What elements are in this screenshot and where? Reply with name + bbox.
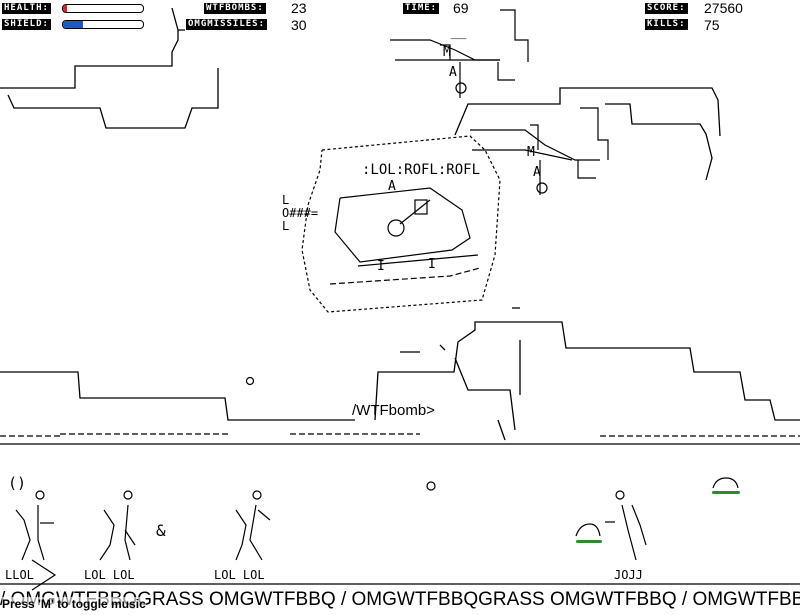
cliff-top-left: [0, 7, 219, 129]
helicopter-enemy-1: [390, 9, 529, 98]
helicopter-1-rotor: __: [435, 25, 482, 40]
wtfbombs-label: WTFBOMBS:: [204, 3, 266, 14]
ground-baseline: [0, 559, 800, 591]
time-label: TIME:: [403, 3, 440, 14]
wtfbombs-value: 23: [291, 0, 307, 16]
player-ship-hull-text: :LOL:ROFL:ROFL: [362, 162, 481, 178]
figure-4-feet: JOJJ: [614, 568, 643, 582]
shield-bar: [62, 20, 144, 29]
helicopter-1-mark: M: [443, 45, 451, 60]
stick-figures: [15, 490, 647, 561]
ampersand-symbol: &: [156, 521, 166, 540]
figure-3-feet: LOL LOL: [214, 568, 265, 582]
health-bar-fill: [63, 5, 67, 12]
shield-bar-fill: [63, 21, 83, 28]
time-value: 69: [453, 0, 469, 16]
figure-1-feet: LLOL: [5, 568, 34, 582]
helicopter-enemy-2: [470, 107, 609, 195]
scrolling-ticker: / OMGWTFBBQGRASS OMGWTFBBQ / OMGWTFBBQGR…: [0, 589, 800, 610]
hills-middle: [0, 307, 800, 445]
cliff-top-right: [454, 87, 721, 181]
player-ship-cannon: L O###= L: [282, 193, 319, 233]
helicopter-2-mark: M: [527, 145, 535, 160]
enemy-pods: [245, 376, 739, 537]
score-value: 27560: [704, 0, 743, 16]
figure-2-feet: LOL LOL: [84, 568, 135, 582]
kills-label: KILLS:: [645, 19, 688, 30]
health-label: HEALTH:: [2, 3, 51, 14]
score-label: SCORE:: [645, 3, 688, 14]
omgmissiles-label: OMGMISSILES:: [186, 19, 268, 30]
health-bar: [62, 4, 144, 13]
music-toggle-hint: Press 'M' to toggle music: [2, 597, 146, 611]
helicopter-2-hatch: A: [533, 165, 541, 180]
figure-1-head: (): [8, 474, 27, 492]
grass-patch-right: [712, 491, 740, 494]
wtfbomb-projectile: /WTFbomb>: [352, 402, 435, 419]
player-ship-gear-right: I: [428, 257, 436, 272]
player-ship-gear-left: I: [377, 259, 385, 274]
player-ship-roof: A: [388, 179, 396, 194]
shield-label: SHIELD:: [2, 19, 51, 30]
omgmissiles-value: 30: [291, 17, 307, 33]
kills-value: 75: [704, 17, 720, 33]
grass-patch-middle: [576, 540, 602, 543]
helicopter-1-hatch: A: [449, 65, 457, 80]
player-ship-frame: [301, 135, 501, 313]
